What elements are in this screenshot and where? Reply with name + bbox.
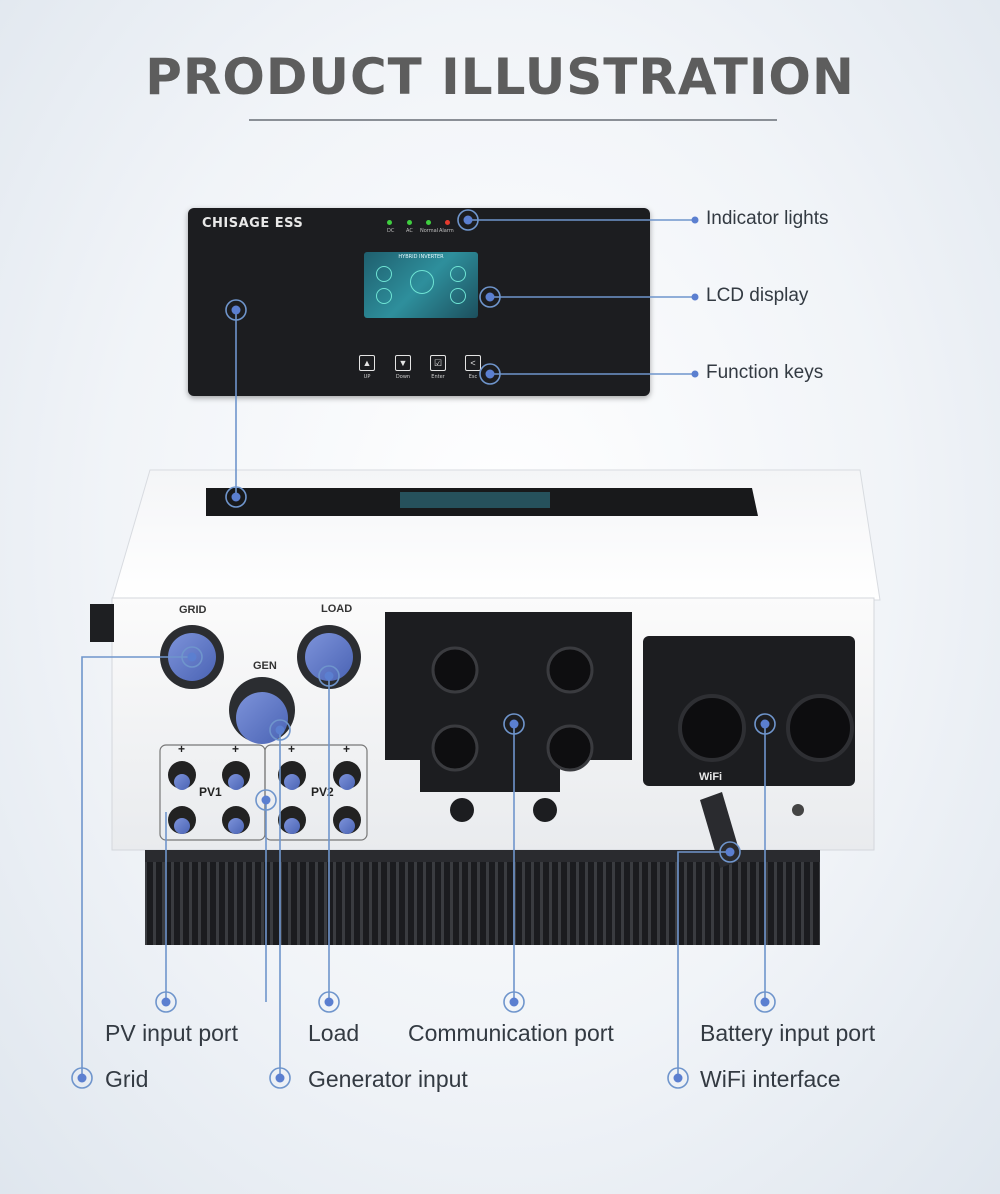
brand-logo: CHISAGE ESS [202,216,304,231]
esc-key[interactable]: < [465,355,481,371]
lcd-screen: HYBRID INVERTER [364,252,478,318]
enter-key[interactable]: ☑ [430,355,446,371]
callout-battery-input-port: Battery input port [700,1020,876,1046]
pv2-label: PV2 [311,785,334,799]
callout-function-keys: Function keys [706,362,824,383]
callout-load: Load [308,1020,360,1046]
pv2-plus-a: + [288,742,296,756]
page-title: PRODUCT ILLUSTRATION [145,48,855,106]
down-key[interactable]: ▼ [395,355,411,371]
lcd-inverter-gauge [410,270,434,294]
wifi-port-label: WiFi [699,771,723,783]
gen-port-label: GEN [253,660,277,672]
pv1-plus-b: + [232,742,240,756]
alarm-led-label: Alarm [439,228,454,234]
down-key-label: Down [395,374,411,380]
lcd-pv-gauge [376,266,392,282]
ac-led-label: AC [406,228,413,234]
load-port-label: LOAD [321,603,353,615]
callout-wifi-interface: WiFi interface [700,1066,841,1092]
pv1-label: PV1 [199,785,222,799]
enter-key-label: Enter [431,374,445,380]
lcd-load-gauge [450,288,466,304]
title-underline [249,119,777,121]
front-panel: CHISAGE ESS DC AC Normal Alarm HYBRID IN… [188,208,650,396]
ac-led [407,220,412,225]
normal-led [426,220,431,225]
grid-port-label: GRID [179,604,207,616]
pv1-plus-a: + [178,742,186,756]
dc-led [387,220,392,225]
esc-key-label: Esc [468,374,478,380]
alarm-led [445,220,450,225]
dc-led-label: DC [387,228,395,234]
lcd-grid-gauge [450,266,466,282]
normal-led-label: Normal [420,228,439,234]
up-key[interactable]: ▲ [359,355,375,371]
lcd-title: HYBRID INVERTER [398,254,444,260]
lcd-battery-gauge [376,288,392,304]
callout-grid: Grid [105,1066,149,1092]
pv2-plus-b: + [343,742,351,756]
callout-generator-input: Generator input [308,1066,468,1092]
up-key-label: UP [363,374,371,380]
callout-communication-port: Communication port [408,1020,614,1046]
callout-indicator-lights: Indicator lights [706,208,829,229]
callout-pv-input-port: PV input port [105,1020,238,1046]
callout-lcd-display: LCD display [706,285,809,306]
